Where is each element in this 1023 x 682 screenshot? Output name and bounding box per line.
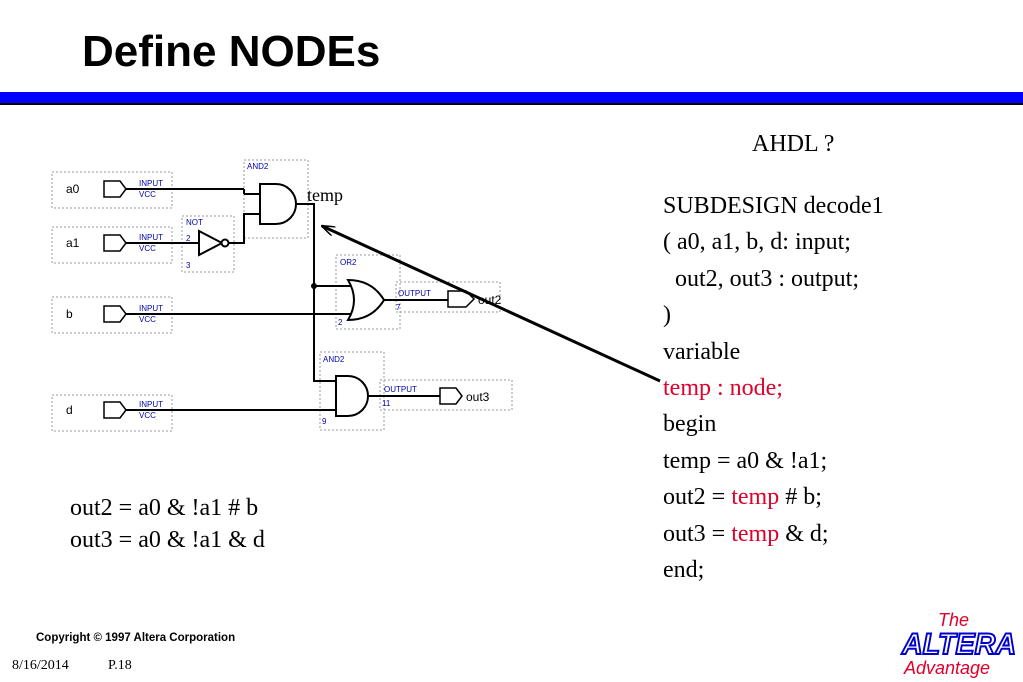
code-line: temp = a0 & !a1; xyxy=(663,443,884,479)
output-prim-label: OUTPUT xyxy=(384,385,417,394)
code-token: out2 = xyxy=(663,484,732,511)
pin-number: 9 xyxy=(322,417,327,426)
footer-date: 8/16/2014 xyxy=(12,658,69,673)
code-token: ) xyxy=(663,302,671,329)
and-gate-top xyxy=(259,183,297,225)
equations: out2 = a0 & !a1 # b out3 = a0 & !a1 & d xyxy=(70,492,265,556)
input-prim-label: INPUT xyxy=(139,233,163,242)
input-vcc-label: VCC xyxy=(139,411,156,420)
code-line: begin xyxy=(663,406,884,442)
equation-out3: out3 = a0 & !a1 & d xyxy=(70,527,265,553)
output-out3-pin-icon xyxy=(439,387,463,405)
logo-brand: ALTERA xyxy=(901,628,1016,661)
input-vcc-label: VCC xyxy=(139,315,156,324)
pin-number: 2 xyxy=(186,234,191,243)
input-name-label: b xyxy=(66,307,73,321)
logo-the: The xyxy=(938,610,969,630)
code-token-highlight: temp xyxy=(731,520,780,547)
input-name-label: a1 xyxy=(66,236,80,250)
equation-out2: out2 = a0 & !a1 # b xyxy=(70,495,259,521)
ahdl-heading: AHDL ? xyxy=(752,131,835,157)
title-rule xyxy=(0,92,1023,103)
code-token: variable xyxy=(663,338,741,365)
temp-pointer-arrow xyxy=(322,224,661,383)
and-gate-bottom xyxy=(335,375,369,417)
gate-type-label: OR2 xyxy=(340,258,357,267)
gate-type-label: AND2 xyxy=(323,355,345,364)
code-token: # b; xyxy=(779,484,822,511)
or-gate xyxy=(346,278,386,322)
input-a0-pin-icon xyxy=(103,180,127,198)
gate-type-label: NOT xyxy=(186,218,203,227)
gate-type-label: AND2 xyxy=(247,162,269,171)
input-name-label: a0 xyxy=(66,182,80,196)
input-prim-label: INPUT xyxy=(139,179,163,188)
output-out2-frame xyxy=(395,281,501,313)
code-token-highlight: temp : node; xyxy=(663,374,783,401)
code-line: ) xyxy=(663,297,884,333)
code-token: out2, out3 : output; xyxy=(663,265,860,292)
input-prim-label: INPUT xyxy=(139,400,163,409)
temp-node-label: temp xyxy=(307,185,343,205)
code-line: end; xyxy=(663,552,884,588)
altera-advantage-logo: The ALTERA Advantage xyxy=(900,610,1017,678)
input-vcc-label: VCC xyxy=(139,190,156,199)
and-bottom-frame xyxy=(319,351,385,431)
and-top-frame xyxy=(243,159,309,239)
pin-number: 7 xyxy=(396,303,401,312)
logo-tagline: Advantage xyxy=(903,658,990,678)
page-number: P.18 xyxy=(108,658,132,673)
not-gate-bubble xyxy=(220,238,230,248)
code-line: SUBDESIGN decode1 xyxy=(663,188,884,224)
not-gate xyxy=(198,229,225,257)
code-line: out2 = temp # b; xyxy=(663,479,884,515)
temp-junction xyxy=(311,283,317,289)
input-vcc-label: VCC xyxy=(139,244,156,253)
code-token: SUBDESIGN decode1 xyxy=(663,193,884,219)
or-frame xyxy=(335,254,401,330)
code-token-highlight: temp xyxy=(731,484,780,511)
code-line: out2, out3 : output; xyxy=(663,261,884,297)
input-name-label: d xyxy=(66,403,73,417)
pin-number: 11 xyxy=(382,399,391,408)
title-rule-underline xyxy=(0,103,1023,105)
input-d-pin-icon xyxy=(103,401,127,419)
code-token: out3 = xyxy=(663,520,732,547)
ahdl-code-block: SUBDESIGN decode1( a0, a1, b, d: input; … xyxy=(663,188,884,588)
code-line: out3 = temp & d; xyxy=(663,516,884,552)
input-a1-frame xyxy=(51,226,173,264)
code-token: end; xyxy=(663,556,705,583)
slide-title: Define NODEs xyxy=(82,27,381,76)
input-d-frame xyxy=(51,394,173,432)
code-token: & d; xyxy=(779,520,829,547)
code-line: variable xyxy=(663,334,884,370)
input-b-pin-icon xyxy=(103,305,127,323)
pin-number: 2 xyxy=(338,318,343,327)
input-prim-label: INPUT xyxy=(139,304,163,313)
pin-number: 3 xyxy=(186,261,191,270)
output-name-label: out3 xyxy=(466,390,490,404)
code-line: temp : node; xyxy=(663,370,884,406)
input-a1-pin-icon xyxy=(103,234,127,252)
copyright-notice: Copyright © 1997 Altera Corporation xyxy=(36,632,236,644)
code-line: ( a0, a1, b, d: input; xyxy=(663,224,884,260)
code-token: ( a0, a1, b, d: input; xyxy=(663,229,851,256)
code-token: begin xyxy=(663,411,717,438)
output-prim-label: OUTPUT xyxy=(398,289,431,298)
code-token: temp = a0 & !a1; xyxy=(663,447,828,474)
output-name-label: out2 xyxy=(478,293,502,307)
